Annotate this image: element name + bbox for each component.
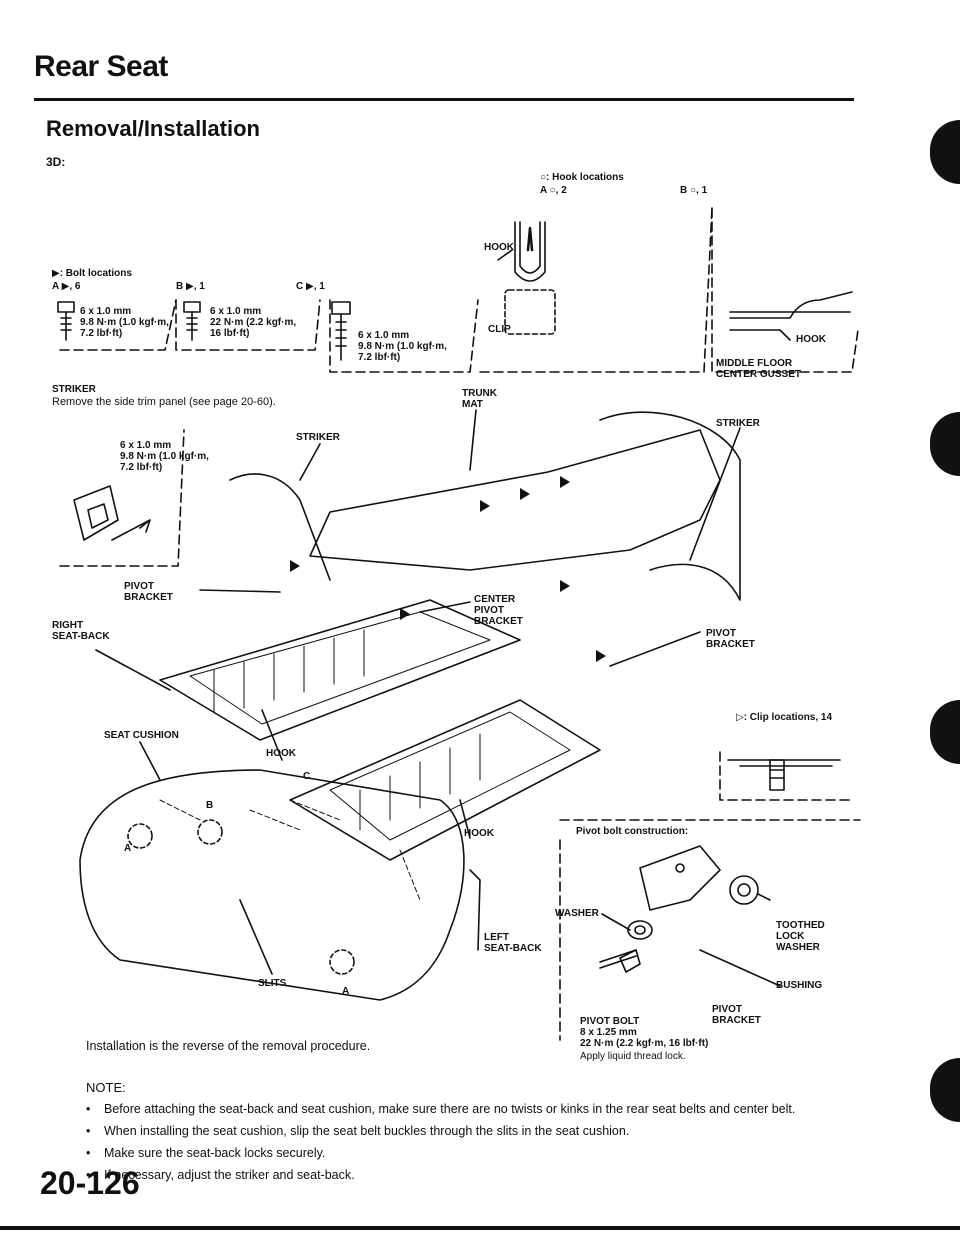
- hook-a-frame: [479, 207, 713, 373]
- leader-left-seatback: [469, 869, 481, 951]
- hook-a-count: A ○, 2: [540, 185, 567, 196]
- bolt-c-icon: [331, 301, 351, 361]
- bushing-icon: [627, 920, 653, 940]
- hook-legend: ○: Hook locations: [540, 172, 624, 183]
- hook-mid-label: HOOK: [266, 748, 296, 759]
- striker-note: Remove the side trim panel (see page 20-…: [52, 396, 276, 408]
- pivot-leaders: [601, 893, 781, 987]
- bolt-a-spec: 6 x 1.0 mm 9.8 N·m (1.0 kgf·m, 7.2 lbf·f…: [80, 306, 169, 339]
- right-trim: [599, 411, 741, 601]
- striker-center-label: STRIKER: [296, 432, 340, 443]
- hook-label: HOOK: [484, 242, 514, 253]
- pivot-frame: [559, 819, 861, 1041]
- seat-cushion-label: SEAT CUSHION: [104, 730, 179, 741]
- bolt-b-frame: [175, 299, 321, 351]
- leader-trunk-mat: [469, 409, 477, 471]
- striker-frame: [59, 429, 185, 567]
- leader-pivot-right: [609, 631, 701, 667]
- page-title: Rear Seat: [34, 50, 168, 83]
- pivot-bracket-icon: [639, 845, 721, 911]
- leader-slits: [239, 899, 273, 975]
- clip-label: CLIP: [488, 324, 511, 335]
- cushion-letter-a: A: [124, 843, 132, 854]
- leader-striker-right: [689, 427, 741, 561]
- bolt-b-spec: 6 x 1.0 mm 22 N·m (2.2 kgf·m, 16 lbf·ft): [210, 306, 297, 339]
- hook-icon: [497, 221, 556, 335]
- pivot-bracket-label: PIVOT BRACKET: [712, 1004, 761, 1026]
- right-seatback-label: RIGHT SEAT-BACK: [52, 620, 110, 642]
- striker-icon: [73, 485, 151, 541]
- bolt-c-count: C ▶, 1: [296, 281, 325, 292]
- cushion-letter-b: B: [206, 800, 214, 811]
- striker-title: STRIKER: [52, 384, 96, 395]
- note-item: When installing the seat cushion, slip t…: [86, 1120, 846, 1142]
- striker-spec: 6 x 1.0 mm 9.8 N·m (1.0 kgf·m, 7.2 lbf·f…: [120, 440, 209, 473]
- bolt-legend: ▶: Bolt locations: [52, 268, 132, 279]
- hook-b-frame: [711, 207, 859, 373]
- hook-b-count: B ○, 1: [680, 185, 708, 196]
- hook-low-label: HOOK: [464, 828, 494, 839]
- middle-floor-icon: [729, 291, 853, 341]
- bolt-a-count: A ▶, 6: [52, 281, 81, 292]
- striker-right-label: STRIKER: [716, 418, 760, 429]
- center-pivot-label: CENTER PIVOT BRACKET: [474, 594, 523, 627]
- model-label: 3D:: [46, 155, 66, 169]
- section-title: Removal/Installation: [46, 116, 260, 141]
- clip-icon: [727, 759, 841, 791]
- left-seatback-outline: [289, 699, 601, 861]
- leader-seat-cushion: [139, 741, 161, 781]
- right-seatback-outline: [159, 599, 521, 741]
- clip-frame: [719, 751, 851, 801]
- bolt-b-icon: [183, 301, 201, 341]
- cushion-letter-a-2: A: [342, 986, 350, 997]
- bottom-rule: [0, 1226, 960, 1230]
- toothed-washer-icon: [729, 875, 759, 905]
- pivot-bolt-icon: [599, 949, 641, 973]
- washer-label: WASHER: [555, 908, 599, 919]
- title-rule: [34, 98, 854, 101]
- trunk-mat-label: TRUNK MAT: [462, 388, 497, 410]
- hook-circle-b: [197, 819, 223, 845]
- bolt-markers: [290, 476, 606, 662]
- note-item: Make sure the seat-back locks securely.: [86, 1142, 846, 1164]
- leader-right-seatback: [95, 649, 171, 691]
- hook-circle-a-2: [329, 949, 355, 975]
- pivot-bolt-label: PIVOT BOLT 8 x 1.25 mm 22 N·m (2.2 kgf·m…: [580, 1016, 709, 1049]
- leader-pivot-left: [199, 589, 281, 593]
- leader-hook-low: [459, 799, 471, 839]
- left-seatback-label: LEFT SEAT-BACK: [484, 932, 542, 954]
- note-title: NOTE:: [86, 1080, 126, 1095]
- hook-circle-a: [127, 823, 153, 849]
- leader-striker-center: [299, 443, 321, 481]
- striker-bar: [229, 473, 331, 581]
- pivot-bracket-left-label: PIVOT BRACKET: [124, 581, 173, 603]
- leader-center-pivot: [419, 601, 471, 613]
- bolt-a-frame: [59, 299, 177, 351]
- bolt-c-spec: 6 x 1.0 mm 9.8 N·m (1.0 kgf·m, 7.2 lbf·f…: [358, 330, 447, 363]
- page-number: 20-126: [40, 1165, 140, 1201]
- trunk-mat-outline: [309, 429, 721, 571]
- notes-list: Before attaching the seat-back and seat …: [86, 1098, 846, 1186]
- hook-label-2: HOOK: [796, 334, 826, 345]
- bolt-c-frame: [329, 299, 479, 373]
- cushion-letter-c: C: [303, 771, 311, 782]
- middle-floor-label: MIDDLE FLOOR CENTER GUSSET: [716, 358, 802, 380]
- bushing-label: BUSHING: [776, 980, 823, 991]
- pivot-bolt-note: Apply liquid thread lock.: [580, 1051, 686, 1062]
- pivot-title: Pivot bolt construction:: [576, 826, 689, 837]
- leader-hook-mid: [261, 709, 283, 761]
- toothed-washer-label: TOOTHED LOCK WASHER: [776, 920, 825, 953]
- seat-cushion-outline: [79, 769, 465, 1001]
- pivot-bracket-right-label: PIVOT BRACKET: [706, 628, 755, 650]
- note-item: Before attaching the seat-back and seat …: [86, 1098, 846, 1120]
- note-item: If necessary, adjust the striker and sea…: [86, 1164, 846, 1186]
- install-text: Installation is the reverse of the remov…: [86, 1039, 371, 1053]
- bolt-a-icon: [57, 301, 75, 341]
- clip-legend: ▷: Clip locations, 14: [736, 712, 833, 723]
- bolt-b-count: B ▶, 1: [176, 281, 205, 292]
